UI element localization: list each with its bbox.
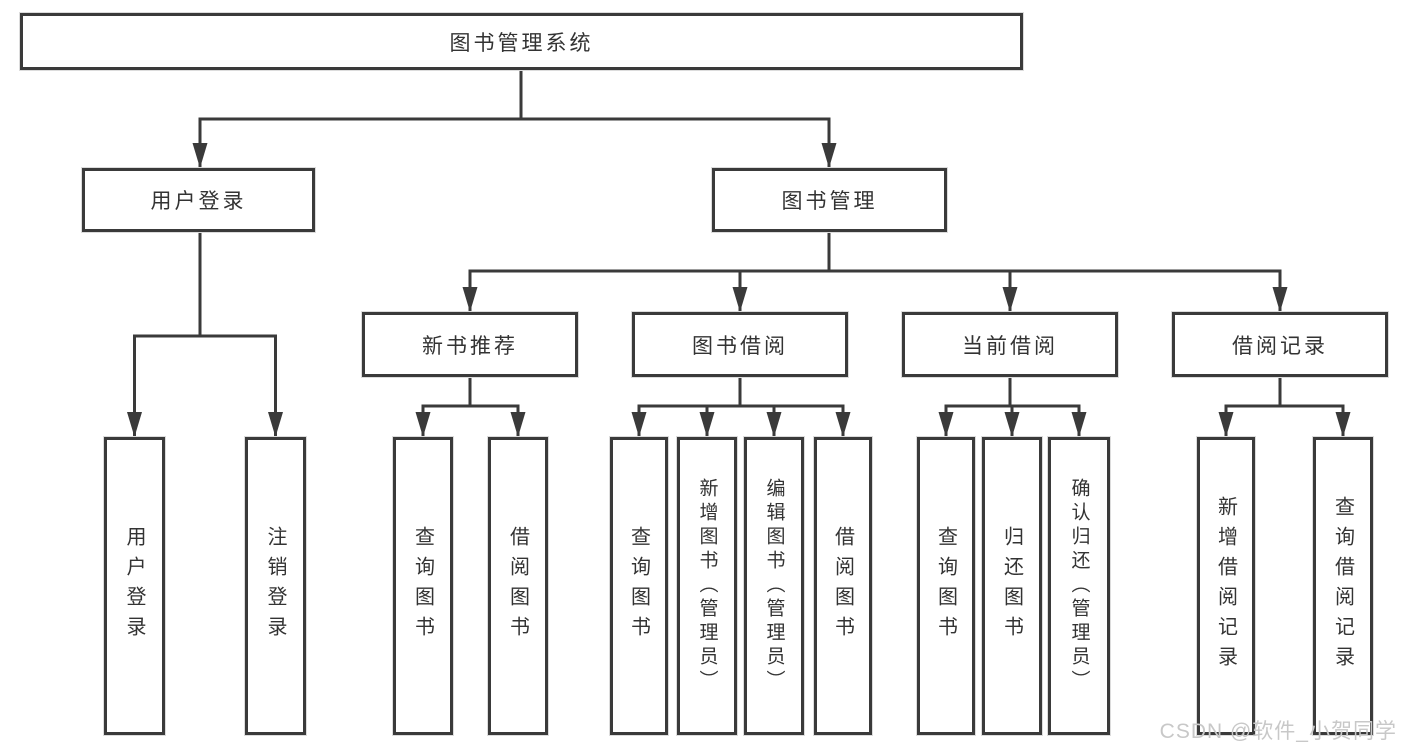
arrowhead-down-icon bbox=[766, 412, 782, 437]
node-current-borrowing-label: 当前借阅 bbox=[962, 334, 1058, 358]
arrowhead-down-icon bbox=[1071, 412, 1087, 437]
arrowhead-down-icon bbox=[835, 412, 851, 437]
arrowhead-down-icon bbox=[1004, 412, 1020, 437]
leaf-query-borrow-record: 查询借阅记录 bbox=[1313, 437, 1373, 735]
arrowhead-down-icon bbox=[510, 412, 526, 437]
leaf-borrow-books-recommendation: 借阅图书 bbox=[488, 437, 548, 735]
node-borrowing-records-label: 借阅记录 bbox=[1232, 334, 1328, 358]
connector-borrowing-records-to-leaves bbox=[1218, 377, 1351, 437]
arrowhead-down-icon bbox=[699, 412, 715, 437]
leaf-add-books-admin: 新增图书（管理员） bbox=[677, 437, 737, 735]
leaf-return-books: 归还图书 bbox=[982, 437, 1042, 735]
connector-current-borrowing-to-leaves bbox=[938, 377, 1087, 437]
leaf-borrow-books-label: 借阅图书 bbox=[831, 526, 854, 646]
arrowhead-down-icon bbox=[732, 287, 748, 312]
leaf-add-borrow-record-label: 新增借阅记录 bbox=[1214, 496, 1237, 676]
connector-path bbox=[468, 232, 1282, 312]
node-book-borrowing: 图书借阅 bbox=[632, 312, 848, 377]
leaf-borrow-books: 借阅图书 bbox=[814, 437, 872, 735]
leaf-add-borrow-record: 新增借阅记录 bbox=[1197, 437, 1255, 735]
leaf-borrow-books-recommendation-label: 借阅图书 bbox=[506, 526, 529, 646]
arrowhead-down-icon bbox=[1272, 287, 1288, 312]
leaf-edit-books-admin: 编辑图书（管理员） bbox=[744, 437, 804, 735]
node-book-borrowing-label: 图书借阅 bbox=[692, 334, 788, 358]
node-borrowing-records: 借阅记录 bbox=[1172, 312, 1388, 377]
connector-book-management-to-sections bbox=[462, 232, 1288, 312]
arrowhead-down-icon bbox=[1002, 287, 1018, 312]
connector-new-book-recommendation-to-leaves bbox=[415, 377, 526, 437]
leaf-logout-label: 注销登录 bbox=[264, 526, 286, 646]
node-current-borrowing: 当前借阅 bbox=[902, 312, 1118, 377]
connector-user-login-to-leaves bbox=[127, 232, 283, 437]
connector-path bbox=[421, 377, 520, 437]
arrowhead-down-icon bbox=[127, 412, 142, 437]
node-new-book-recommendation-label: 新书推荐 bbox=[422, 334, 518, 358]
leaf-logout: 注销登录 bbox=[245, 437, 306, 735]
arrowhead-down-icon bbox=[1218, 412, 1234, 437]
arrowhead-down-icon bbox=[1335, 412, 1351, 437]
leaf-query-books-current-label: 查询图书 bbox=[934, 526, 957, 646]
arrowhead-down-icon bbox=[631, 412, 647, 437]
csdn-watermark: CSDN @软件_小贺同学 bbox=[1159, 720, 1397, 743]
connector-path bbox=[637, 377, 845, 437]
node-new-book-recommendation: 新书推荐 bbox=[362, 312, 578, 377]
leaf-query-books-recommendation-label: 查询图书 bbox=[411, 526, 434, 646]
leaf-user-login: 用户登录 bbox=[104, 437, 165, 735]
leaf-confirm-return-admin: 确认归还（管理员） bbox=[1048, 437, 1110, 735]
node-library-management-system: 图书管理系统 bbox=[20, 13, 1023, 70]
leaf-return-books-label: 归还图书 bbox=[1000, 526, 1023, 646]
leaf-query-books-borrowing: 查询图书 bbox=[610, 437, 668, 735]
leaf-query-borrow-record-label: 查询借阅记录 bbox=[1331, 496, 1354, 676]
connector-path bbox=[133, 232, 277, 437]
leaf-query-books-current: 查询图书 bbox=[917, 437, 975, 735]
arrowhead-down-icon bbox=[821, 143, 837, 168]
leaf-confirm-return-admin-label: 确认归还（管理员） bbox=[1068, 478, 1090, 694]
arrowhead-down-icon bbox=[268, 412, 283, 437]
arrowhead-down-icon bbox=[938, 412, 954, 437]
leaf-query-books-borrowing-label: 查询图书 bbox=[627, 526, 650, 646]
node-book-management: 图书管理 bbox=[712, 168, 947, 232]
leaf-query-books-recommendation: 查询图书 bbox=[393, 437, 453, 735]
node-user-login: 用户登录 bbox=[82, 168, 315, 232]
leaf-edit-books-admin-label: 编辑图书（管理员） bbox=[763, 478, 785, 694]
arrowhead-down-icon bbox=[415, 412, 431, 437]
connector-root-to-level2 bbox=[192, 70, 837, 168]
arrowhead-down-icon bbox=[192, 143, 208, 168]
arrowhead-down-icon bbox=[462, 287, 478, 312]
node-user-login-label: 用户登录 bbox=[150, 190, 247, 213]
leaf-add-books-admin-label: 新增图书（管理员） bbox=[696, 478, 718, 694]
node-book-management-label: 图书管理 bbox=[781, 190, 878, 213]
connector-path bbox=[1224, 377, 1345, 437]
leaf-user-login-label: 用户登录 bbox=[123, 526, 145, 646]
node-library-management-system-label: 图书管理系统 bbox=[449, 31, 594, 55]
connector-book-borrowing-to-leaves bbox=[631, 377, 851, 437]
connector-path bbox=[198, 70, 831, 168]
